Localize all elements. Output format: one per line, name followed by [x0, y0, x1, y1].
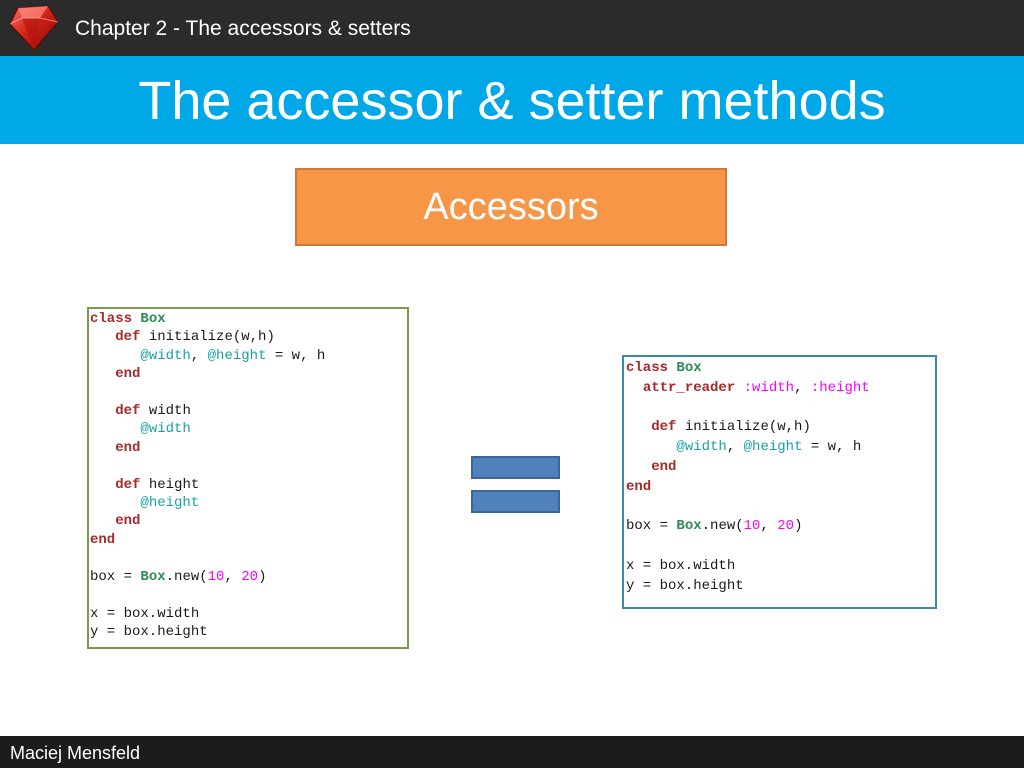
code-line-blank — [626, 498, 935, 518]
code-line-blank — [626, 399, 935, 419]
code-line-blank — [90, 457, 407, 475]
accessors-label-box: Accessors — [295, 168, 727, 246]
code-line: end — [626, 478, 652, 495]
code-line: y = box.height — [90, 623, 208, 640]
code-line: y = box.height — [626, 577, 744, 594]
left-code-block: class Box def initialize(w,h) @width, @h… — [87, 307, 409, 649]
code-line: end — [115, 366, 141, 383]
header-bar — [0, 0, 1024, 56]
title-bar — [0, 56, 1024, 144]
code-line: box = Box.new(10, 20) — [626, 518, 803, 535]
code-line: end — [651, 458, 677, 475]
code-line: end — [115, 439, 141, 456]
code-line: @width, @height = w, h — [676, 439, 862, 456]
code-line: @height — [140, 495, 200, 512]
code-line: class Box — [626, 360, 702, 376]
code-line-blank — [90, 384, 407, 402]
code-line: x = box.width — [626, 557, 736, 574]
ruby-gem-icon — [9, 5, 59, 51]
equals-sign-bottom-bar — [471, 490, 560, 513]
code-line: end — [90, 531, 116, 548]
chapter-title: Chapter 2 - The accessors & setters — [75, 17, 411, 40]
code-line: @width, @height = w, h — [140, 347, 326, 364]
code-line-blank — [90, 586, 407, 604]
footer-bar — [0, 736, 1024, 768]
right-code-block: class Box attr_reader :width, :height de… — [622, 355, 937, 609]
code-line: attr_reader :width, :height — [642, 379, 870, 396]
author-name: Maciej Mensfeld — [10, 743, 141, 763]
page-title: The accessor & setter methods — [138, 71, 886, 131]
code-line: def height — [115, 476, 200, 493]
code-line: box = Box.new(10, 20) — [90, 568, 267, 585]
code-line-blank — [90, 549, 407, 567]
code-line: end — [115, 513, 141, 530]
code-line: def initialize(w,h) — [651, 419, 811, 436]
equals-sign-top-bar — [471, 456, 560, 479]
code-line: x = box.width — [90, 605, 200, 622]
code-line: def width — [115, 403, 191, 420]
code-line-blank — [626, 537, 935, 557]
code-line: @width — [140, 421, 191, 438]
code-line: class Box — [90, 311, 166, 327]
code-line: def initialize(w,h) — [115, 329, 275, 346]
